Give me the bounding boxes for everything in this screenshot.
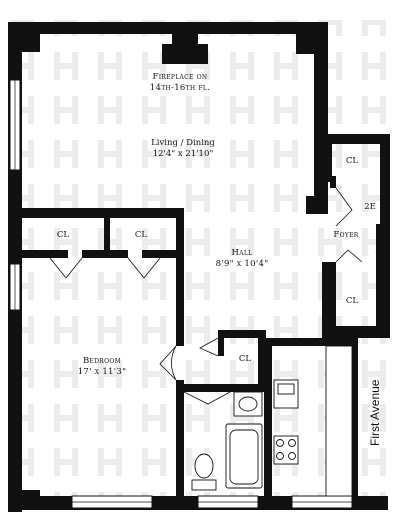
kitchen-fixtures xyxy=(273,345,353,497)
hall-label: Hall 8'9" x 10'4" xyxy=(212,248,272,270)
living-dining-label: Living / Dining 12'4" x 21'10" xyxy=(128,138,238,160)
bathroom-fixtures xyxy=(191,391,263,491)
closet-label-bedroom-left: CL xyxy=(56,230,70,240)
street-label: First Avenue xyxy=(368,379,382,446)
door-swings xyxy=(49,187,387,405)
fireplace-line-2: 14th-16th fl. xyxy=(149,83,211,93)
foyer-label: Foyer xyxy=(333,230,359,240)
fireplace-line-1: Fireplace on xyxy=(152,72,208,82)
closet-label-foyer-top: CL xyxy=(345,156,359,166)
hall-name: Hall xyxy=(231,248,253,258)
living-dining-name: Living / Dining xyxy=(151,138,215,148)
fireplace-note: Fireplace on 14th-16th fl. xyxy=(130,72,230,94)
unit-label: 2E xyxy=(364,202,376,212)
bedroom-size: 17' x 11'3" xyxy=(77,367,127,377)
closet-label-foyer-bottom: CL xyxy=(345,296,359,306)
bedroom-label: Bedroom 17' x 11'3" xyxy=(52,356,152,378)
living-dining-size: 12'4" x 21'10" xyxy=(152,149,214,159)
hall-size: 8'9" x 10'4" xyxy=(215,259,269,269)
bedroom-name: Bedroom xyxy=(82,356,122,366)
window-lines xyxy=(14,80,352,503)
closet-label-hall: CL xyxy=(238,354,252,364)
closet-label-bedroom-right: CL xyxy=(134,230,148,240)
